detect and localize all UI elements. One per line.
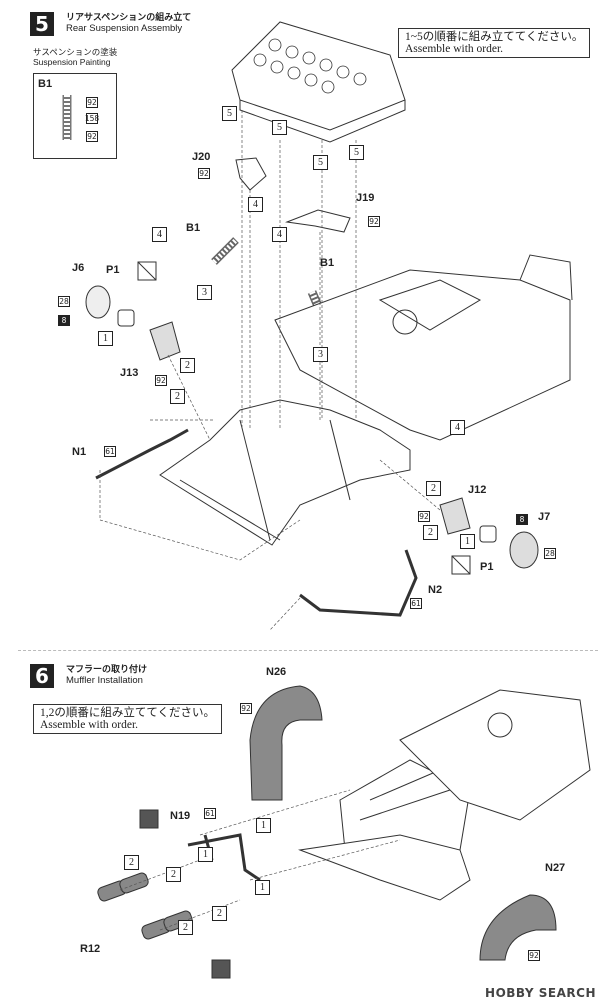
color-j13: 92: [155, 375, 167, 386]
color-j12: 92: [418, 511, 430, 522]
j6-disc: [85, 285, 111, 319]
color-n1: 61: [104, 446, 116, 457]
step5-number: 5: [30, 12, 54, 36]
engine-block-top: [231, 21, 406, 143]
order-5: 5: [349, 145, 364, 160]
paint-label-jp: サスペンションの塗装: [33, 47, 118, 57]
n27-fender: [479, 894, 557, 961]
watermark-logo: HOBBY SEARCH: [485, 986, 596, 1000]
color-n19: 61: [204, 808, 216, 819]
order-2: 2: [212, 906, 227, 921]
part-j7: J7: [538, 511, 551, 523]
order-4: 4: [248, 197, 263, 212]
paint-box: [33, 73, 117, 159]
part-j6: J6: [72, 262, 85, 274]
color-j7-b: 28: [544, 548, 556, 559]
order-2: 2: [180, 358, 195, 373]
step6-order-note: 1,2の順番に組み立ててください。 Assemble with order.: [33, 704, 223, 734]
order-1: 1: [98, 331, 113, 346]
step6-number: 6: [30, 664, 54, 688]
step6-header: 6 マフラーの取り付け Muffler Installation: [30, 664, 147, 688]
part-j12: J12: [468, 484, 487, 496]
step6-title-jp: マフラーの取り付け: [66, 664, 148, 674]
step5-title-jp: リアサスペンションの組み立て: [66, 12, 192, 22]
color-n27: 92: [528, 950, 540, 961]
step6-note-jp: 1,2の順番に組み立ててください。: [40, 707, 216, 719]
color-j7-a: 8: [516, 514, 528, 525]
step5-order-note: 1~5の順番に組み立ててください。 Assemble with order.: [398, 28, 591, 58]
part-b1-a: B1: [186, 222, 201, 234]
part-j13: J13: [120, 367, 139, 379]
p1-collar: [117, 309, 135, 327]
paint-color-3: 92: [86, 131, 98, 142]
step5-note-en: Assemble with order.: [405, 43, 504, 55]
order-2: 2: [170, 389, 185, 404]
order-1: 1: [255, 880, 270, 895]
step6-note-en: Assemble with order.: [40, 719, 139, 731]
color-n26: 92: [240, 703, 252, 714]
n26-fender: [249, 685, 323, 801]
part-n2: N2: [428, 584, 443, 596]
order-3: 3: [313, 347, 328, 362]
part-p1-b: P1: [480, 561, 494, 573]
order-3: 3: [197, 285, 212, 300]
color-j6-a: 28: [58, 296, 70, 307]
part-j19: J19: [356, 192, 375, 204]
order-4: 4: [152, 227, 167, 242]
order-1: 1: [256, 818, 271, 833]
part-n27: N27: [545, 862, 566, 874]
part-b1-b: B1: [320, 257, 335, 269]
j12-hub: [439, 497, 471, 535]
part-n26: N26: [266, 666, 287, 678]
step5-note-jp: 1~5の順番に組み立ててください。: [405, 31, 584, 43]
paint-label-en: Suspension Painting: [33, 57, 111, 67]
rear-frame: [159, 399, 411, 546]
part-n1: N1: [72, 446, 87, 458]
order-1: 1: [460, 534, 475, 549]
j13-hub: [149, 321, 181, 361]
color-j20: 92: [198, 168, 210, 179]
j7-disc: [509, 531, 539, 569]
p1-collar-right: [479, 525, 497, 543]
n1-pipe: [95, 428, 189, 480]
paint-color-2: 158: [84, 113, 100, 124]
order-2: 2: [166, 867, 181, 882]
order-1: 1: [198, 847, 213, 862]
color-j6-b: 8: [58, 315, 70, 326]
part-r12: R12: [80, 943, 101, 955]
order-2: 2: [426, 481, 441, 496]
section-divider: [18, 650, 598, 651]
order-2: 2: [423, 525, 438, 540]
order-5: 5: [222, 106, 237, 121]
order-5: 5: [272, 120, 287, 135]
paint-part-label: B1: [38, 78, 53, 90]
paint-color-1: 92: [86, 97, 98, 108]
step6-title-en: Muffler Installation: [66, 675, 143, 686]
step6-frame: [298, 834, 471, 901]
step6-body: [399, 689, 591, 821]
part-n19: N19: [170, 810, 191, 822]
order-5: 5: [313, 155, 328, 170]
color-n2: 61: [410, 598, 422, 609]
paint-label: サスペンションの塗装 Suspension Painting: [33, 47, 117, 67]
color-j19: 92: [368, 216, 380, 227]
order-4: 4: [272, 227, 287, 242]
step5-title-en: Rear Suspension Assembly: [66, 23, 183, 34]
b1-spring-a: [211, 237, 239, 265]
part-p1-a: P1: [106, 264, 120, 276]
j20-bracket: [235, 157, 267, 191]
part-j20: J20: [192, 151, 211, 163]
order-4: 4: [450, 420, 465, 435]
order-2: 2: [124, 855, 139, 870]
step5-header: 5 リアサスペンションの組み立て Rear Suspension Assembl…: [30, 12, 191, 36]
order-2: 2: [178, 920, 193, 935]
n2-pipe: [299, 549, 418, 617]
j19-arm: [285, 209, 351, 233]
car-body-tub: [274, 254, 573, 441]
